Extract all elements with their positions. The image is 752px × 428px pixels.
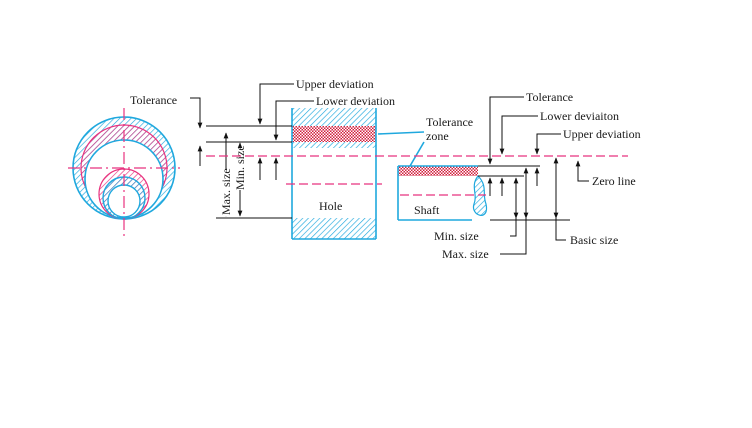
label-hole: Hole — [319, 199, 342, 213]
leader-zero-line — [575, 160, 589, 182]
label-tolerance-right: Tolerance — [526, 90, 573, 104]
leader-lower-deviation-hole — [273, 100, 314, 141]
label-tolerance-zone-2: zone — [426, 129, 449, 143]
mask-max-size — [218, 170, 232, 216]
hole-top-wall — [292, 108, 376, 126]
leader-max-size-shaft — [500, 218, 527, 255]
label-upper-deviation-hole: Upper deviation — [296, 77, 374, 91]
shaft-tolerance-zone — [398, 166, 478, 176]
hole-figure: Hole — [291, 108, 377, 240]
label-lower-deviation-shaft: Lower deviaiton — [540, 109, 619, 123]
shaft-break-symbol — [472, 175, 488, 216]
label-lower-deviation-hole: Lower deviation — [316, 94, 395, 108]
leader-zone-to-shaft — [409, 141, 425, 167]
hole-bottom-wall — [292, 218, 376, 239]
label-min-size-hole: Min. size — [233, 145, 247, 190]
label-zero-line: Zero line — [592, 174, 636, 188]
leader-upper-deviation-shaft — [534, 133, 561, 155]
hole-mid-wall — [292, 142, 376, 148]
label-basic-size: Basic size — [570, 233, 618, 247]
label-min-size-shaft: Min. size — [434, 229, 479, 243]
leader-upper-deviation-hole — [257, 83, 294, 125]
hole-tolerance-zone — [292, 126, 376, 142]
label-shaft: Shaft — [414, 203, 440, 217]
shaft-figure: Shaft — [397, 165, 488, 221]
leader-tolerance-right — [487, 96, 524, 165]
label-max-size-shaft: Max. size — [442, 247, 489, 261]
leader-tolerance-left — [190, 97, 203, 129]
leader-min-size-shaft — [510, 218, 517, 237]
leader-zone-to-hole — [377, 131, 425, 135]
circles-figure — [68, 108, 180, 236]
label-upper-deviation-shaft: Upper deviation — [563, 127, 641, 141]
label-tolerance-zone-1: Tolerance — [426, 115, 473, 129]
leader-basic-size — [555, 218, 566, 241]
mask-min-size — [233, 148, 247, 190]
label-tolerance-left: Tolerance — [130, 93, 177, 107]
label-max-size-hole: Max. size — [219, 168, 233, 215]
leader-lower-deviation-shaft — [499, 115, 538, 155]
